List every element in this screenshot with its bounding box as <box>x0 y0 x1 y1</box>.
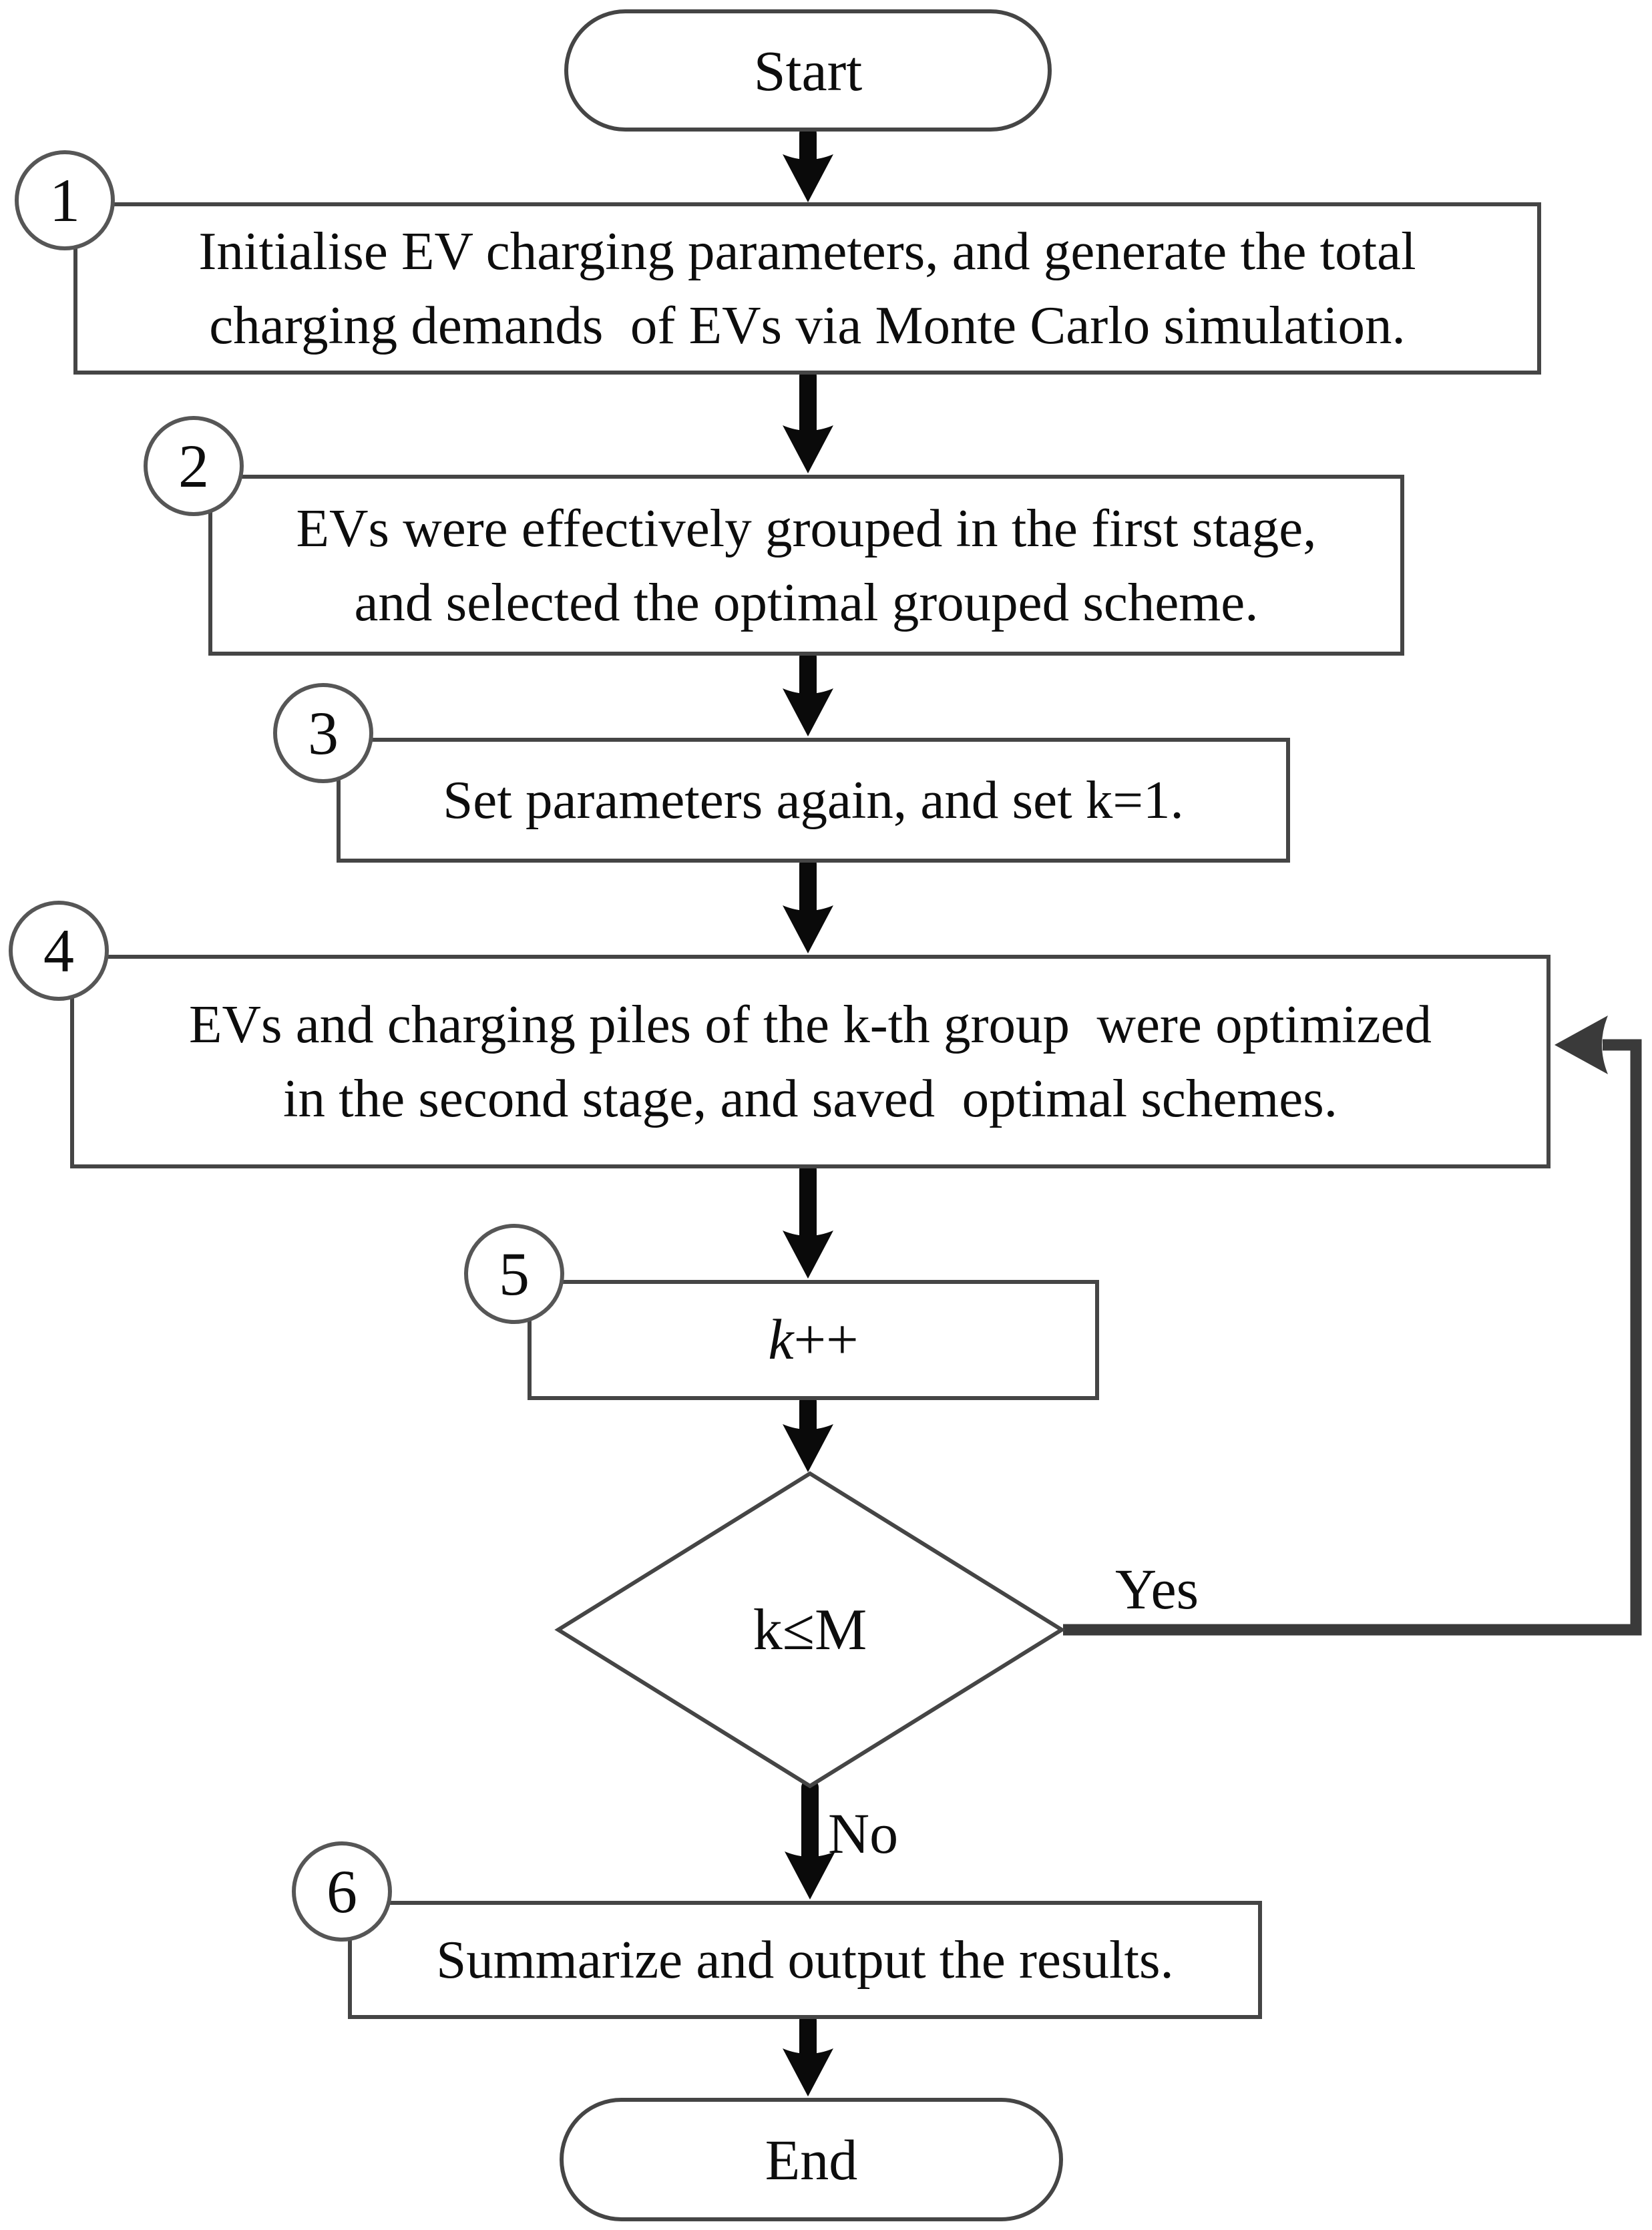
arrow-s2-s3-head-icon <box>783 688 833 736</box>
arrow-s5-decision-head-icon <box>783 1424 833 1472</box>
step1-number: 1 <box>49 166 80 234</box>
start-label: Start <box>753 38 863 103</box>
arrow-start-s1-head-icon <box>783 154 833 202</box>
arrow-heads <box>783 154 835 2096</box>
step3-box: Set parameters again, and set k=1. <box>337 738 1290 863</box>
step2-line2: and selected the optimal grouped scheme. <box>354 572 1259 632</box>
step4-box: EVs and charging piles of the k-th group… <box>70 955 1551 1168</box>
step3-number-badge: 3 <box>273 683 373 783</box>
step6-line1: Summarize and output the results. <box>436 1930 1174 1990</box>
step5-variable: k <box>768 1307 794 1372</box>
step4-line1: EVs and charging piles of the k-th group… <box>188 994 1432 1055</box>
step4-number-badge: 4 <box>9 901 109 1001</box>
step5-operator: ++ <box>793 1307 859 1372</box>
decision-condition: k≤M <box>753 1597 867 1662</box>
step2-line1: EVs were effectively grouped in the firs… <box>296 497 1317 558</box>
arrow-decision-s6-head-icon <box>785 1851 835 1900</box>
arrow-s4-s5-head-icon <box>783 1231 833 1279</box>
yes-branch-label: Yes <box>1115 1556 1199 1622</box>
step1-number-badge: 1 <box>15 150 115 250</box>
arrow-s1-s2-head-icon <box>783 425 833 473</box>
step5-box: k++ <box>528 1280 1099 1400</box>
no-branch-label: No <box>828 1800 898 1867</box>
yes-loop-arrowhead-icon <box>1555 1016 1608 1074</box>
step6-number-badge: 6 <box>292 1841 392 1942</box>
step2-number-badge: 2 <box>144 416 244 516</box>
step6-box: Summarize and output the results. <box>348 1901 1262 2019</box>
step6-number: 6 <box>327 1857 357 1926</box>
yes-loop-line <box>1063 1039 1642 1636</box>
step4-number: 4 <box>43 917 74 985</box>
arrow-stems <box>799 125 819 2064</box>
step1-line1: Initialise EV charging parameters, and g… <box>198 221 1416 282</box>
arrow-s3-s4-head-icon <box>783 905 833 953</box>
step3-line1: Set parameters again, and set k=1. <box>443 770 1184 831</box>
decision-label: k≤M <box>676 1593 944 1666</box>
step3-number: 3 <box>308 699 339 767</box>
no-label-text: No <box>828 1801 899 1865</box>
step5-number: 5 <box>499 1240 530 1308</box>
end-node: End <box>560 2098 1063 2221</box>
step2-box: EVs were effectively grouped in the firs… <box>208 475 1404 656</box>
step5-number-badge: 5 <box>464 1224 564 1324</box>
decision-diamond-shape <box>554 1471 1066 1789</box>
start-node: Start <box>564 9 1052 132</box>
step4-line2: in the second stage, and saved optimal s… <box>282 1068 1338 1128</box>
yes-label-text: Yes <box>1115 1557 1199 1621</box>
step1-line2: charging demands of EVs via Monte Carlo … <box>209 295 1406 355</box>
step2-number: 2 <box>178 432 209 500</box>
end-label: End <box>765 2127 858 2192</box>
step1-box: Initialise EV charging parameters, and g… <box>73 202 1541 375</box>
arrow-s6-end-head-icon <box>783 2048 833 2096</box>
